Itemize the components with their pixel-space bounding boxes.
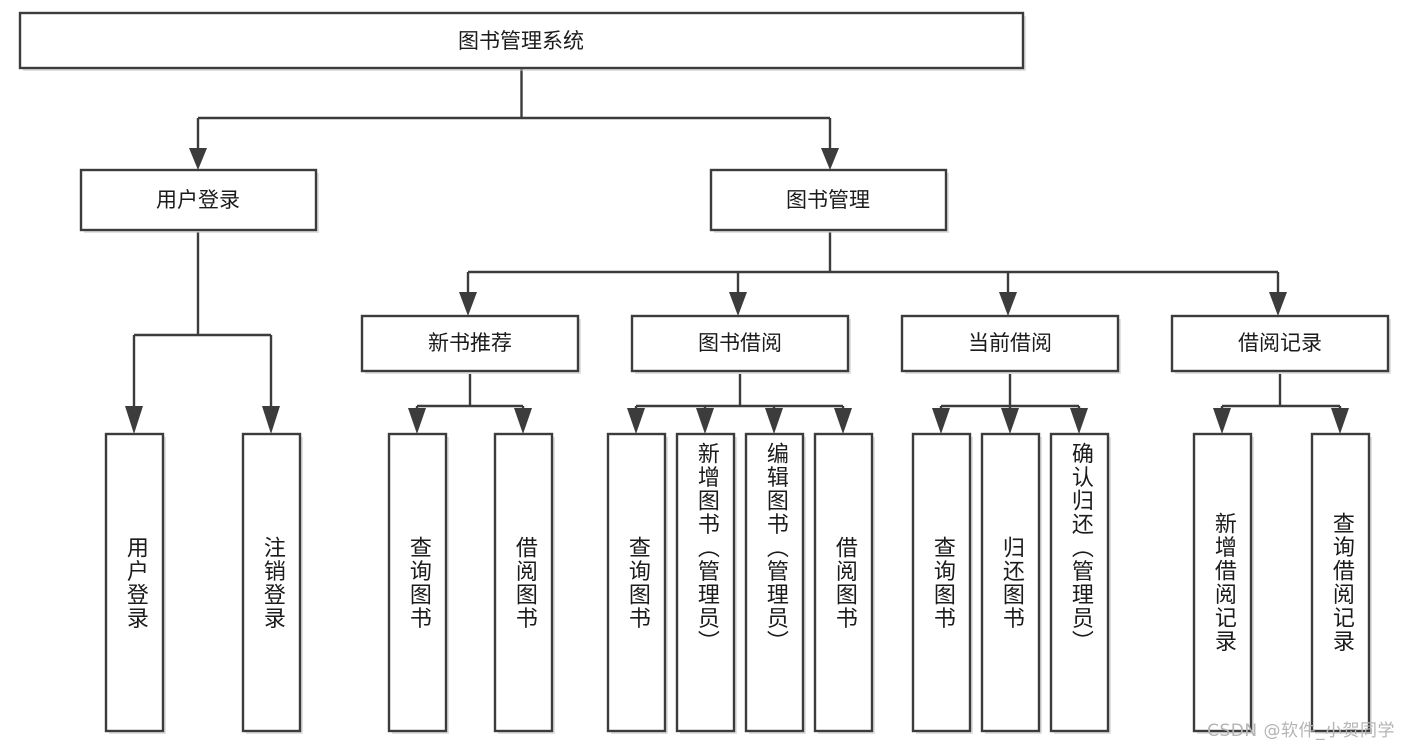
node-recommend-box[interactable] [360, 314, 580, 373]
node-login-label: 用户登录 [156, 188, 240, 212]
leaf-borrow-query-box[interactable] [606, 432, 667, 733]
leaf-cur-return-box[interactable] [980, 432, 1041, 733]
arrow-head-icon-current-leaf2 [1001, 408, 1019, 434]
arrow-head-icon-current-leaf3 [1070, 408, 1088, 434]
connector-group-login [125, 232, 280, 434]
node-root-box[interactable] [18, 11, 1025, 70]
leaf-record-search-box[interactable] [1310, 432, 1371, 733]
node-current[interactable]: 当前借阅 [900, 314, 1121, 374]
arrow-head-icon-login-leaf1 [125, 406, 143, 434]
arrow-head-icon-login-leaf2 [262, 406, 280, 434]
arrow-head-icon-recommend-leaf2 [514, 408, 532, 434]
node-bookmgmt[interactable]: 图书管理 [709, 168, 949, 233]
arrow-head-icon-record-leaf1 [1213, 408, 1231, 434]
arrow-head-icon-record [1269, 292, 1287, 316]
csdn-watermark: CSDN @软件_小贺同学 [1207, 721, 1395, 741]
node-record-label: 借阅记录 [1238, 331, 1322, 355]
leaf-rec-query-box[interactable] [387, 432, 448, 733]
arrow-head-icon-bookmgmt [821, 148, 839, 170]
node-bookmgmt-box[interactable] [709, 168, 948, 232]
arrow-head-icon-borrow-leaf1 [627, 408, 645, 434]
connector-group-recommend [408, 374, 532, 434]
node-root[interactable]: 图书管理系统 [18, 11, 1026, 71]
node-record[interactable]: 借阅记录 [1170, 314, 1391, 374]
arrow-head-icon-recommend-leaf1 [408, 408, 426, 434]
leaf-rec-borrow-box[interactable] [493, 432, 554, 733]
arrow-head-icon-borrow-leaf2 [696, 408, 714, 434]
node-recommend[interactable]: 新书推荐 [360, 314, 581, 374]
node-login[interactable]: 用户登录 [79, 168, 319, 233]
arrow-head-icon-borrow-leaf3 [765, 408, 783, 434]
node-borrow-label: 图书借阅 [698, 331, 782, 355]
arrow-head-icon-borrow [729, 292, 747, 316]
node-current-label: 当前借阅 [968, 331, 1052, 355]
arrow-head-icon-current [999, 292, 1017, 316]
leaf-borrow-add-box[interactable] [675, 432, 736, 733]
arrow-head-icon-record-leaf2 [1331, 408, 1349, 434]
connector-group-current [932, 374, 1088, 434]
connector-group-borrow [627, 374, 852, 434]
arrow-head-icon-borrow-leaf4 [834, 408, 852, 434]
node-login-box[interactable] [79, 168, 318, 232]
arrow-head-icon-current-leaf1 [932, 408, 950, 434]
connector-group-record [1213, 374, 1349, 434]
leaf-borrow-lend-box[interactable] [813, 432, 874, 733]
connector-group-root [189, 68, 839, 170]
node-borrow-box[interactable] [630, 314, 850, 373]
leaf-cur-confirm-box[interactable] [1049, 432, 1110, 733]
arrow-head-icon-recommend [459, 292, 477, 316]
leaf-record-add-box[interactable] [1192, 432, 1253, 733]
connector-group-bookmgmt [459, 232, 1287, 316]
leaf-user-login-box[interactable] [104, 432, 165, 733]
leaf-user-logout-box[interactable] [241, 432, 302, 733]
leaf-box-group [104, 432, 1372, 734]
node-borrow[interactable]: 图书借阅 [630, 314, 851, 374]
leaf-cur-query-box[interactable] [911, 432, 972, 733]
node-root-label: 图书管理系统 [458, 29, 584, 53]
node-bookmgmt-label: 图书管理 [786, 188, 870, 212]
node-current-box[interactable] [900, 314, 1120, 373]
arrow-head-icon-login [189, 148, 207, 170]
node-record-box[interactable] [1170, 314, 1390, 373]
node-recommend-label: 新书推荐 [428, 331, 512, 355]
leaf-borrow-edit-box[interactable] [744, 432, 805, 733]
